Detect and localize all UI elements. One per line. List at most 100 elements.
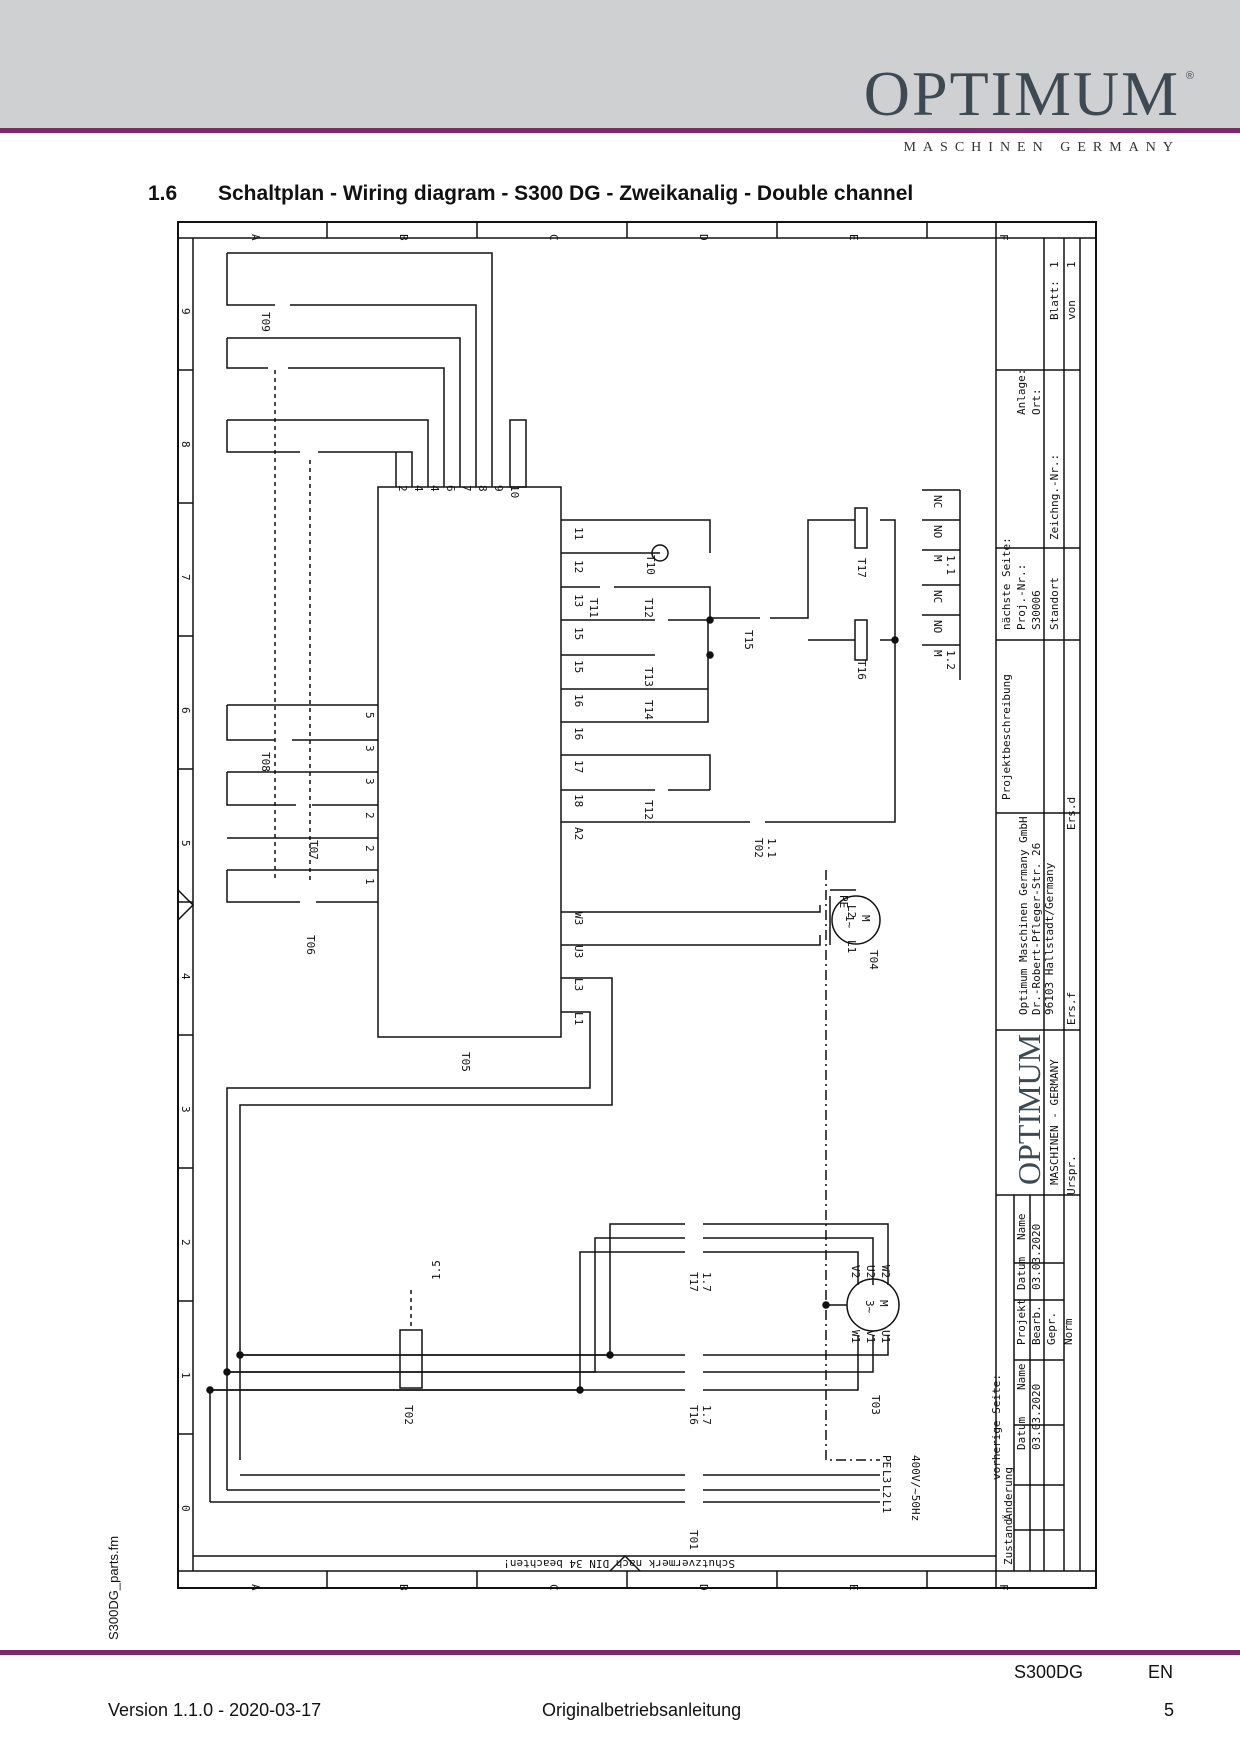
right-terminal-l1: L1 [572,1012,585,1025]
brand-subtitle: MASCHINEN GERMANY [903,140,1180,155]
motor1-pe: PE [837,895,850,908]
tb-norm: Norm [1062,1318,1075,1345]
label-t11: T11 [587,598,600,618]
footer-language: EN [1148,1662,1174,1682]
label-t10: T10 [644,555,657,575]
row-num-8: 8 [179,441,192,448]
tb-ort: Ort: [1030,389,1043,416]
tb-datum2: Datum [1015,1257,1028,1290]
tb-zustand: Zustand [1002,1519,1015,1565]
label-t07: T07 [307,840,320,860]
supply-pe: PE [880,1455,893,1468]
right-terminal-16a: 16 [572,694,585,707]
right-terminal-12: 12 [572,560,585,573]
tb-blatt-val: 1 [1048,261,1061,268]
right-terminal-a2: A2 [572,827,585,840]
right-terminal-11: 11 [572,527,585,540]
top-terminal-8: 8 [476,485,489,492]
ct-m-1: M [931,555,944,562]
left-terminal-5: 5 [363,712,376,719]
col-letter-f: F [997,234,1010,241]
brand-word: OPTIMUM [863,58,1180,129]
label-t02-contact: T02 [752,838,765,858]
label-t14: T14 [642,700,655,720]
label-t09: T09 [259,312,272,332]
tb-aenderung: Änderung [1002,1467,1015,1520]
tb-gepr: Gepr. [1045,1312,1058,1345]
motor3-v1: V1 [864,1330,877,1343]
motor1-phase: 1~ [843,915,856,929]
motor1-m: M [859,915,872,922]
tb-standort: Standort [1048,577,1061,630]
tb-proj-val: S30006 [1030,590,1043,630]
label-t12b: T12 [642,800,655,820]
top-terminal-4b: 4 [428,485,441,492]
tb-bearb: Bearb. [1030,1305,1043,1345]
col-letter-f-bottom: F [997,1584,1010,1591]
supply-l3: L3 [880,1470,893,1483]
brand-registered: ® [1185,70,1194,82]
row-num-0: 0 [179,1505,192,1512]
tb-company1: Optimum Maschinen Germany GmbH [1017,816,1030,1015]
label-t15: T15 [742,630,755,650]
right-terminal-17: 17 [572,760,585,773]
row-num-1: 1 [179,1372,192,1379]
page-header [0,0,1240,128]
label-t05: T05 [459,1052,472,1072]
row-num-2: 2 [179,1239,192,1246]
label-t08: T08 [259,752,272,772]
label-t16-ref: 1.7 [700,1405,713,1425]
top-terminal-10: 10 [508,485,521,498]
tb-company2: Dr.-Robert-Pfleger-Str. 26 [1030,843,1043,1015]
left-terminal-2b: 2 [363,845,376,852]
col-letter-d-bottom: D [697,1584,710,1591]
tb-company3: 96103 Hallstadt/Germany [1043,862,1056,1015]
row-num-6: 6 [179,707,192,714]
page-number: 5 [1164,1700,1175,1720]
supply-voltage: 400V/~50Hz [909,1455,922,1521]
row-num-9: 9 [179,308,192,315]
right-terminal-15b: 15 [572,660,585,673]
tb-zeichng: Zeichng.-Nr.: [1048,454,1061,540]
label-t12a: T12 [642,598,655,618]
tb-von-val: 1 [1065,261,1078,268]
right-terminal-u3: U3 [572,945,585,958]
label-1-5-ref: 1.5 [430,1260,443,1280]
col-letter-a-bottom: A [249,1584,262,1591]
frame-outer [177,221,1097,1589]
motor-1phase [831,895,881,945]
label-t01: T01 [687,1530,700,1550]
tb-datum2-val: 03.03.2020 [1030,1224,1043,1290]
left-terminal-1: 1 [363,878,376,885]
col-letter-c: C [547,234,560,241]
col-letter-e-bottom: E [847,1584,860,1591]
right-terminal-l3: L3 [572,978,585,991]
label-t17-ref: 1.7 [700,1272,713,1292]
supply-l2: L2 [880,1485,893,1498]
header-divider [0,128,1240,133]
footer-divider [0,1650,1240,1655]
label-t04: T04 [867,950,880,970]
footer-version: Version 1.1.0 - 2020-03-17 [108,1700,322,1720]
tb-logo-word: OPTIMUM [1011,1034,1047,1185]
top-terminal-6: 6 [444,485,457,492]
top-terminal-7: 7 [460,485,473,492]
left-terminal-3a: 3 [363,745,376,752]
tb-projektbeschreibung: Projektbeschreibung [1000,674,1013,800]
motor3-w1: W1 [849,1330,862,1343]
section-title: Schaltplan - Wiring diagram - S300 DG - … [218,182,914,205]
label-t16: T16 [855,660,868,680]
col-letter-b-bottom: B [397,1584,410,1591]
label-t02: T02 [402,1405,415,1425]
section-number: 1.6 [148,182,178,205]
ct-val-2: 1.2 [944,650,957,670]
label-t16-contactor: T16 [687,1405,700,1425]
row-num-5: 5 [179,840,192,847]
label-t17-contactor: T17 [687,1272,700,1292]
left-terminal-2a: 2 [363,812,376,819]
row-num-4: 4 [179,973,192,980]
label-t13: T13 [642,667,655,687]
supply-l1: L1 [880,1500,893,1513]
right-terminal-w3: W3 [572,912,585,925]
t02-block [399,1329,423,1389]
